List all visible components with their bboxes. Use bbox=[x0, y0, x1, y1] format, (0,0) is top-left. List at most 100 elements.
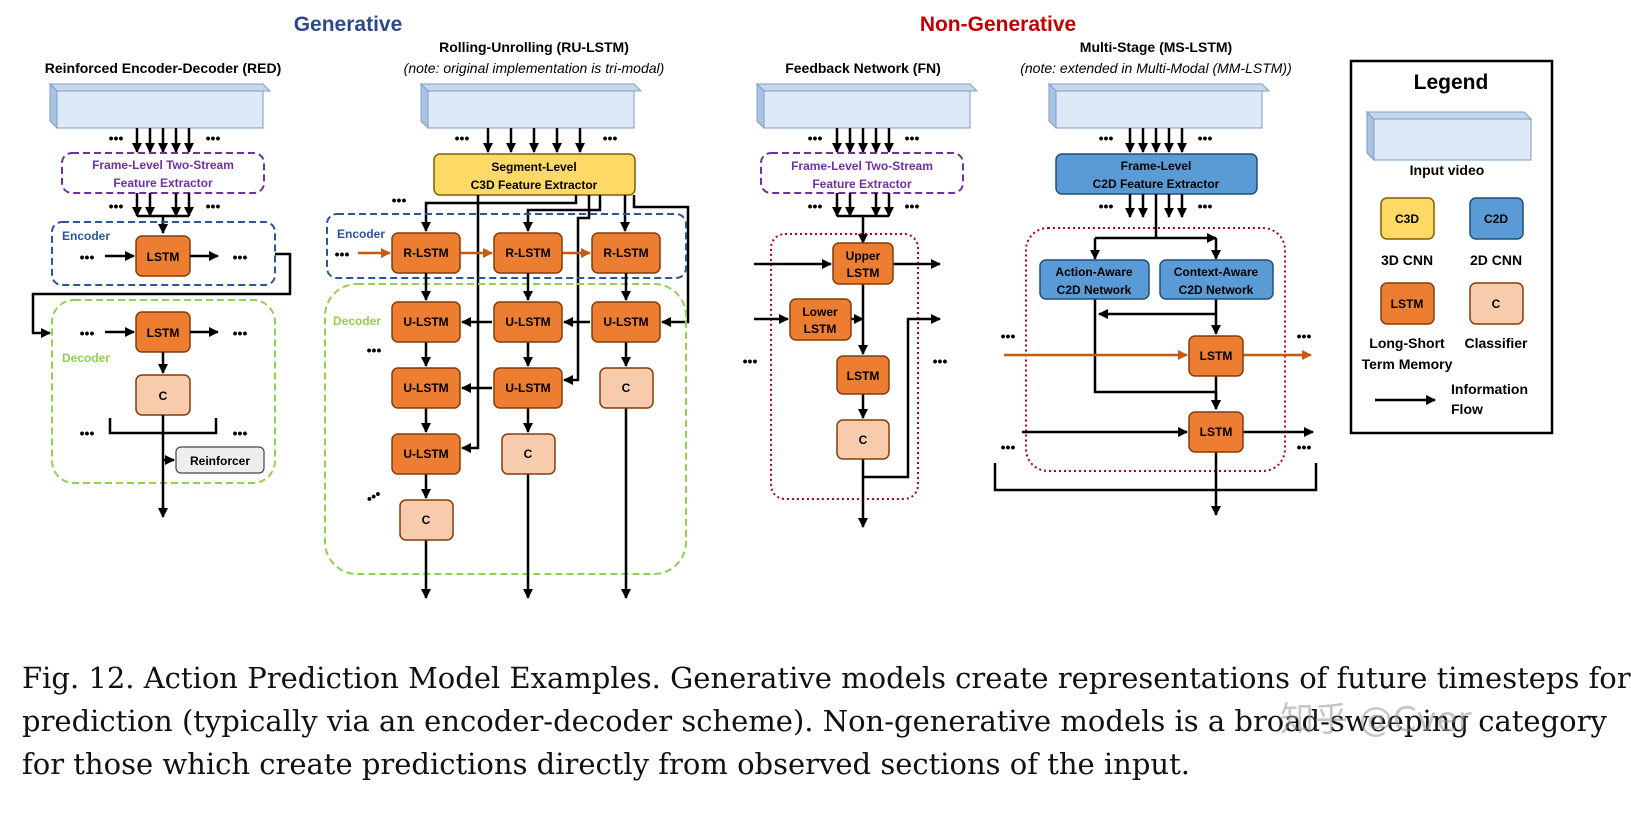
ru-r-lstm-cells bbox=[391, 232, 661, 274]
ms-dotted-box bbox=[1025, 227, 1286, 472]
legend-c3d-text: C3D bbox=[1395, 212, 1419, 226]
ru-u-lstm bbox=[493, 301, 563, 343]
ms-dots: ••• bbox=[1001, 328, 1016, 344]
ru-dots: ••• bbox=[455, 130, 470, 146]
ms-dots: ••• bbox=[1198, 198, 1213, 214]
red-reinforcer-label: Reinforcer bbox=[190, 454, 250, 468]
legend-c2d bbox=[1469, 197, 1524, 240]
ru-note: (note: original implementation is tri-mo… bbox=[404, 60, 665, 76]
ru-classifier bbox=[501, 433, 556, 475]
ru-r-lstm-label: R-LSTM bbox=[403, 246, 448, 260]
ru-u-lstm-label: U-LSTM bbox=[505, 381, 550, 395]
red-model: Reinforced Encoder-Decoder (RED) ••• •••… bbox=[31, 60, 292, 518]
fn-dots: ••• bbox=[933, 353, 948, 369]
ru-r-lstm-label: R-LSTM bbox=[505, 246, 550, 260]
fn-dots: ••• bbox=[905, 130, 920, 146]
ms-dots: ••• bbox=[1198, 130, 1213, 146]
legend-classifier-text: C bbox=[1492, 297, 1501, 311]
watermark: 知乎 @Cver bbox=[1280, 700, 1472, 740]
red-extractor-label: Feature Extractor bbox=[113, 176, 213, 190]
fn-upper-lstm bbox=[832, 242, 894, 285]
ru-u-lstm bbox=[391, 367, 461, 409]
red-reinforcer bbox=[175, 446, 265, 474]
ru-title: Rolling-Unrolling (RU-LSTM) bbox=[439, 39, 629, 55]
red-dots: ••• bbox=[109, 198, 124, 214]
ms-lstm bbox=[1188, 335, 1244, 377]
ms-dots: ••• bbox=[1099, 130, 1114, 146]
ru-u-lstm-label: U-LSTM bbox=[403, 315, 448, 329]
ru-decoder-box bbox=[324, 283, 687, 575]
red-dots: ••• bbox=[206, 130, 221, 146]
legend-c3d bbox=[1380, 197, 1435, 240]
legend-classifier bbox=[1469, 282, 1524, 325]
ru-input-video bbox=[419, 82, 643, 130]
ms-dots: ••• bbox=[1297, 328, 1312, 344]
fn-upper-label: Upper bbox=[846, 249, 881, 263]
ms-input-video bbox=[1047, 82, 1271, 130]
ru-classifier-label: C bbox=[622, 381, 631, 395]
generative-header: Generative bbox=[294, 13, 403, 36]
red-lstm-label: LSTM bbox=[147, 326, 180, 340]
red-dots: ••• bbox=[109, 130, 124, 146]
ru-r-lstm-label: R-LSTM bbox=[603, 246, 648, 260]
ru-encoder-label: Encoder bbox=[337, 227, 385, 241]
ms-model: Multi-Stage (MS-LSTM) (note: extended in… bbox=[993, 39, 1318, 516]
red-dots: ••• bbox=[80, 325, 95, 341]
red-dots: ••• bbox=[80, 249, 95, 265]
ru-decoder-label: Decoder bbox=[333, 314, 381, 328]
ru-encoder-box bbox=[326, 213, 687, 279]
ru-dots: ••• bbox=[392, 192, 407, 208]
legend-lstm-label: Long-Short bbox=[1369, 335, 1445, 351]
ms-context-aware-network bbox=[1159, 259, 1274, 300]
red-encoder-label: Encoder bbox=[62, 229, 110, 243]
ms-lstm bbox=[1188, 411, 1244, 453]
ms-dots: ••• bbox=[1001, 439, 1016, 455]
fn-feature-extractor bbox=[760, 152, 964, 194]
caption-line: Fig. 12. Action Prediction Model Example… bbox=[22, 661, 1631, 695]
red-dots: ••• bbox=[233, 425, 248, 441]
ru-classifier-label: C bbox=[422, 513, 431, 527]
ru-u-lstm bbox=[493, 367, 563, 409]
fn-lstm-label: LSTM bbox=[847, 369, 880, 383]
fn-upper-label: LSTM bbox=[847, 266, 880, 280]
legend-lstm-label: Term Memory bbox=[1362, 356, 1453, 372]
ru-model: Rolling-Unrolling (RU-LSTM) (note: origi… bbox=[324, 39, 690, 599]
ms-action-label: Action-Aware bbox=[1055, 265, 1132, 279]
fn-extractor-label: Feature Extractor bbox=[812, 177, 912, 191]
non-generative-header: Non-Generative bbox=[920, 13, 1076, 36]
ru-classifier-label: C bbox=[524, 447, 533, 461]
legend-flow-label: Information bbox=[1451, 381, 1528, 397]
diagram: Generative Non-Generative Reinforced Enc… bbox=[31, 13, 1554, 599]
fn-lower-label: Lower bbox=[802, 305, 838, 319]
ms-dots: ••• bbox=[1099, 198, 1114, 214]
red-title: Reinforced Encoder-Decoder (RED) bbox=[45, 60, 281, 76]
legend-classifier-label: Classifier bbox=[1464, 335, 1528, 351]
ru-u-lstm-label: U-LSTM bbox=[505, 315, 550, 329]
legend-input-video bbox=[1365, 110, 1533, 162]
red-input-video bbox=[48, 82, 272, 130]
legend-input-video-label: Input video bbox=[1410, 162, 1485, 178]
red-dots: ••• bbox=[233, 249, 248, 265]
ms-note: (note: extended in Multi-Modal (MM-LSTM)… bbox=[1020, 60, 1292, 76]
ru-u-lstm bbox=[391, 433, 461, 475]
ru-classifiers bbox=[399, 367, 654, 541]
ms-context-label: C2D Network bbox=[1179, 283, 1254, 297]
legend-flow-label: Flow bbox=[1451, 401, 1483, 417]
ms-extractor-label: Frame-Level bbox=[1121, 159, 1192, 173]
fn-dots: ••• bbox=[808, 198, 823, 214]
ms-lstm-label: LSTM bbox=[1200, 425, 1233, 439]
fn-lower-lstm bbox=[789, 298, 852, 341]
ru-dots: ••• bbox=[603, 130, 618, 146]
fn-classifier-label: C bbox=[859, 433, 868, 447]
legend-c2d-label: 2D CNN bbox=[1470, 252, 1522, 268]
ms-extractor-label: C2D Feature Extractor bbox=[1093, 177, 1220, 191]
legend-title: Legend bbox=[1414, 71, 1489, 94]
red-decoder-label: Decoder bbox=[62, 351, 110, 365]
ru-dots: ••• bbox=[335, 246, 350, 262]
red-feature-extractor bbox=[61, 152, 265, 194]
ru-u-lstm-label: U-LSTM bbox=[403, 381, 448, 395]
ms-lstm-label: LSTM bbox=[1200, 349, 1233, 363]
ru-classifier bbox=[599, 367, 654, 409]
red-dots: ••• bbox=[206, 198, 221, 214]
ru-dots: ••• bbox=[363, 485, 384, 506]
